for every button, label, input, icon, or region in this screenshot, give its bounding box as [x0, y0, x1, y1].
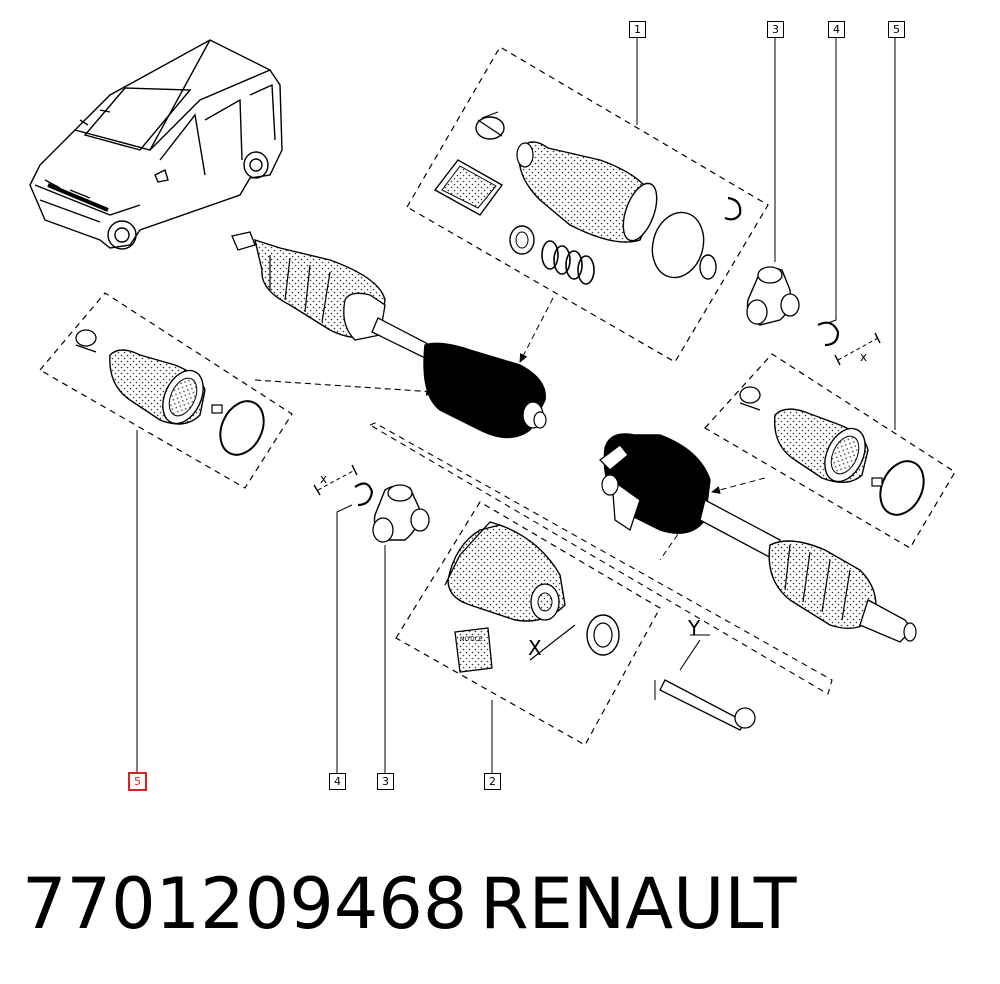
dimension-label-x-large: X — [528, 636, 542, 660]
diagram-drawing — [29, 38, 956, 773]
dimension-label-x-left: x — [320, 472, 328, 486]
callout-4-bottom[interactable]: 4 — [329, 773, 346, 790]
kit-5-left-group — [39, 292, 437, 773]
brand-name: RENAULT — [480, 863, 797, 945]
splined-shaft-end — [368, 422, 833, 731]
callout-1-top[interactable]: 1 — [629, 21, 646, 38]
callout-5-top[interactable]: 5 — [888, 21, 905, 38]
kit-5-right-group — [704, 38, 956, 549]
dimension-label-y-large: Y — [688, 616, 701, 640]
tripod-joint-top — [746, 266, 881, 366]
kit-1-group — [406, 46, 769, 363]
callout-5-bottom[interactable]: 5 — [128, 772, 147, 791]
callout-4-top[interactable]: 4 — [828, 21, 845, 38]
van-illustration — [29, 39, 283, 250]
caption-bar: 7701209468 RENAULT — [0, 862, 1000, 952]
second-drive-shaft — [599, 433, 917, 643]
kit-2-group — [395, 501, 661, 773]
part-number: 7701209468 — [22, 863, 468, 945]
callout-2-bottom[interactable]: 2 — [484, 773, 501, 790]
leader-lines — [519, 38, 837, 561]
dimension-label-x-right: x — [860, 350, 868, 364]
callout-3-bottom[interactable]: 3 — [377, 773, 394, 790]
tripod-joint-bottom — [313, 464, 430, 773]
callout-3-top[interactable]: 3 — [767, 21, 784, 38]
exploded-parts-diagram: 1 3 4 5 5 4 3 2 x x X Y NOTICE — [29, 21, 956, 791]
notice-booklet-label: NOTICE — [460, 636, 483, 643]
main-drive-shaft — [231, 231, 547, 439]
